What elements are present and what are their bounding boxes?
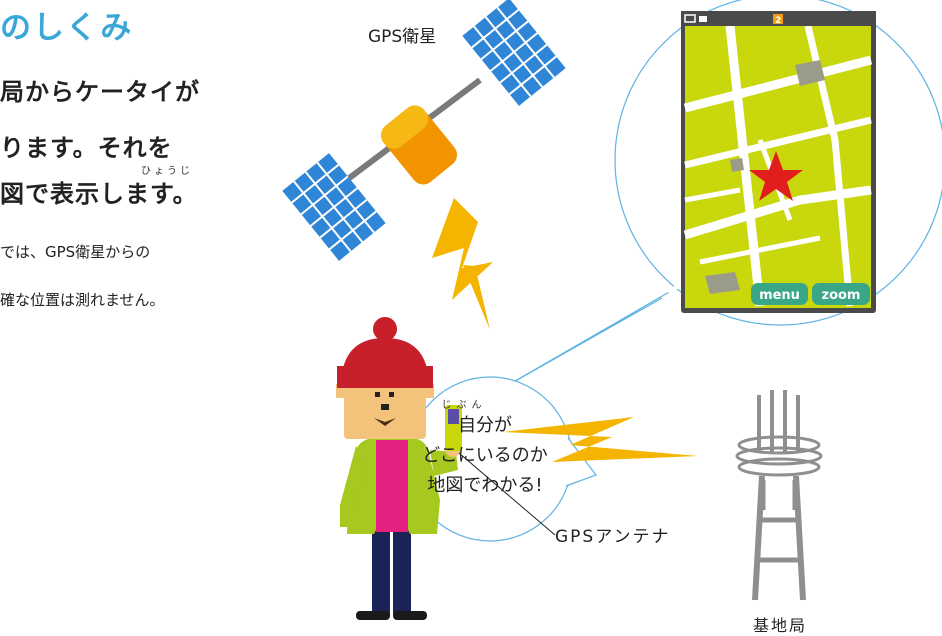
zoom-button-label: zoom bbox=[822, 288, 861, 303]
location-star-icon bbox=[749, 151, 803, 201]
heading-line-1: 局からケータイが bbox=[0, 78, 200, 106]
page-title: のしくみ bbox=[0, 10, 134, 46]
status-badge: 2 bbox=[775, 16, 781, 26]
heading-ruby: ひょうじ bbox=[141, 166, 193, 177]
note-line-1: では、GPS衛星からの bbox=[0, 243, 151, 261]
heading-line-2: ります。それを bbox=[0, 134, 173, 162]
base-station-label: 基地局 bbox=[753, 616, 808, 635]
bubble-line-3: 地図でわかる! bbox=[427, 475, 543, 496]
zoom-button[interactable] bbox=[812, 283, 870, 305]
signal-bolt-icon bbox=[503, 417, 698, 462]
satellite-label: GPS衛星 bbox=[368, 27, 437, 47]
menu-button[interactable] bbox=[751, 283, 808, 305]
base-station-tower-icon bbox=[735, 390, 823, 601]
menu-button-label: menu bbox=[759, 288, 800, 303]
bubble-ruby: じぶん bbox=[441, 400, 487, 411]
antenna-pointer-line bbox=[458, 452, 556, 536]
bubble-line-1: 自分が bbox=[458, 415, 512, 436]
phone-map-screen: 2 menu zoom bbox=[681, 11, 876, 313]
speech-bubble-text: じぶん 自分が どこにいるのか 地図でわかる! bbox=[390, 396, 580, 501]
heading-line-3: 図で表示します。 bbox=[0, 180, 198, 208]
person-icon bbox=[336, 317, 462, 620]
antenna-label: GPSアンテナ bbox=[555, 527, 671, 547]
satellite-icon bbox=[282, 0, 566, 261]
note-line-2: 確な位置は測れません。 bbox=[0, 291, 165, 309]
bubble-line-2: どこにいるのか bbox=[422, 445, 548, 466]
lightning-bolt-icon bbox=[432, 198, 493, 300]
